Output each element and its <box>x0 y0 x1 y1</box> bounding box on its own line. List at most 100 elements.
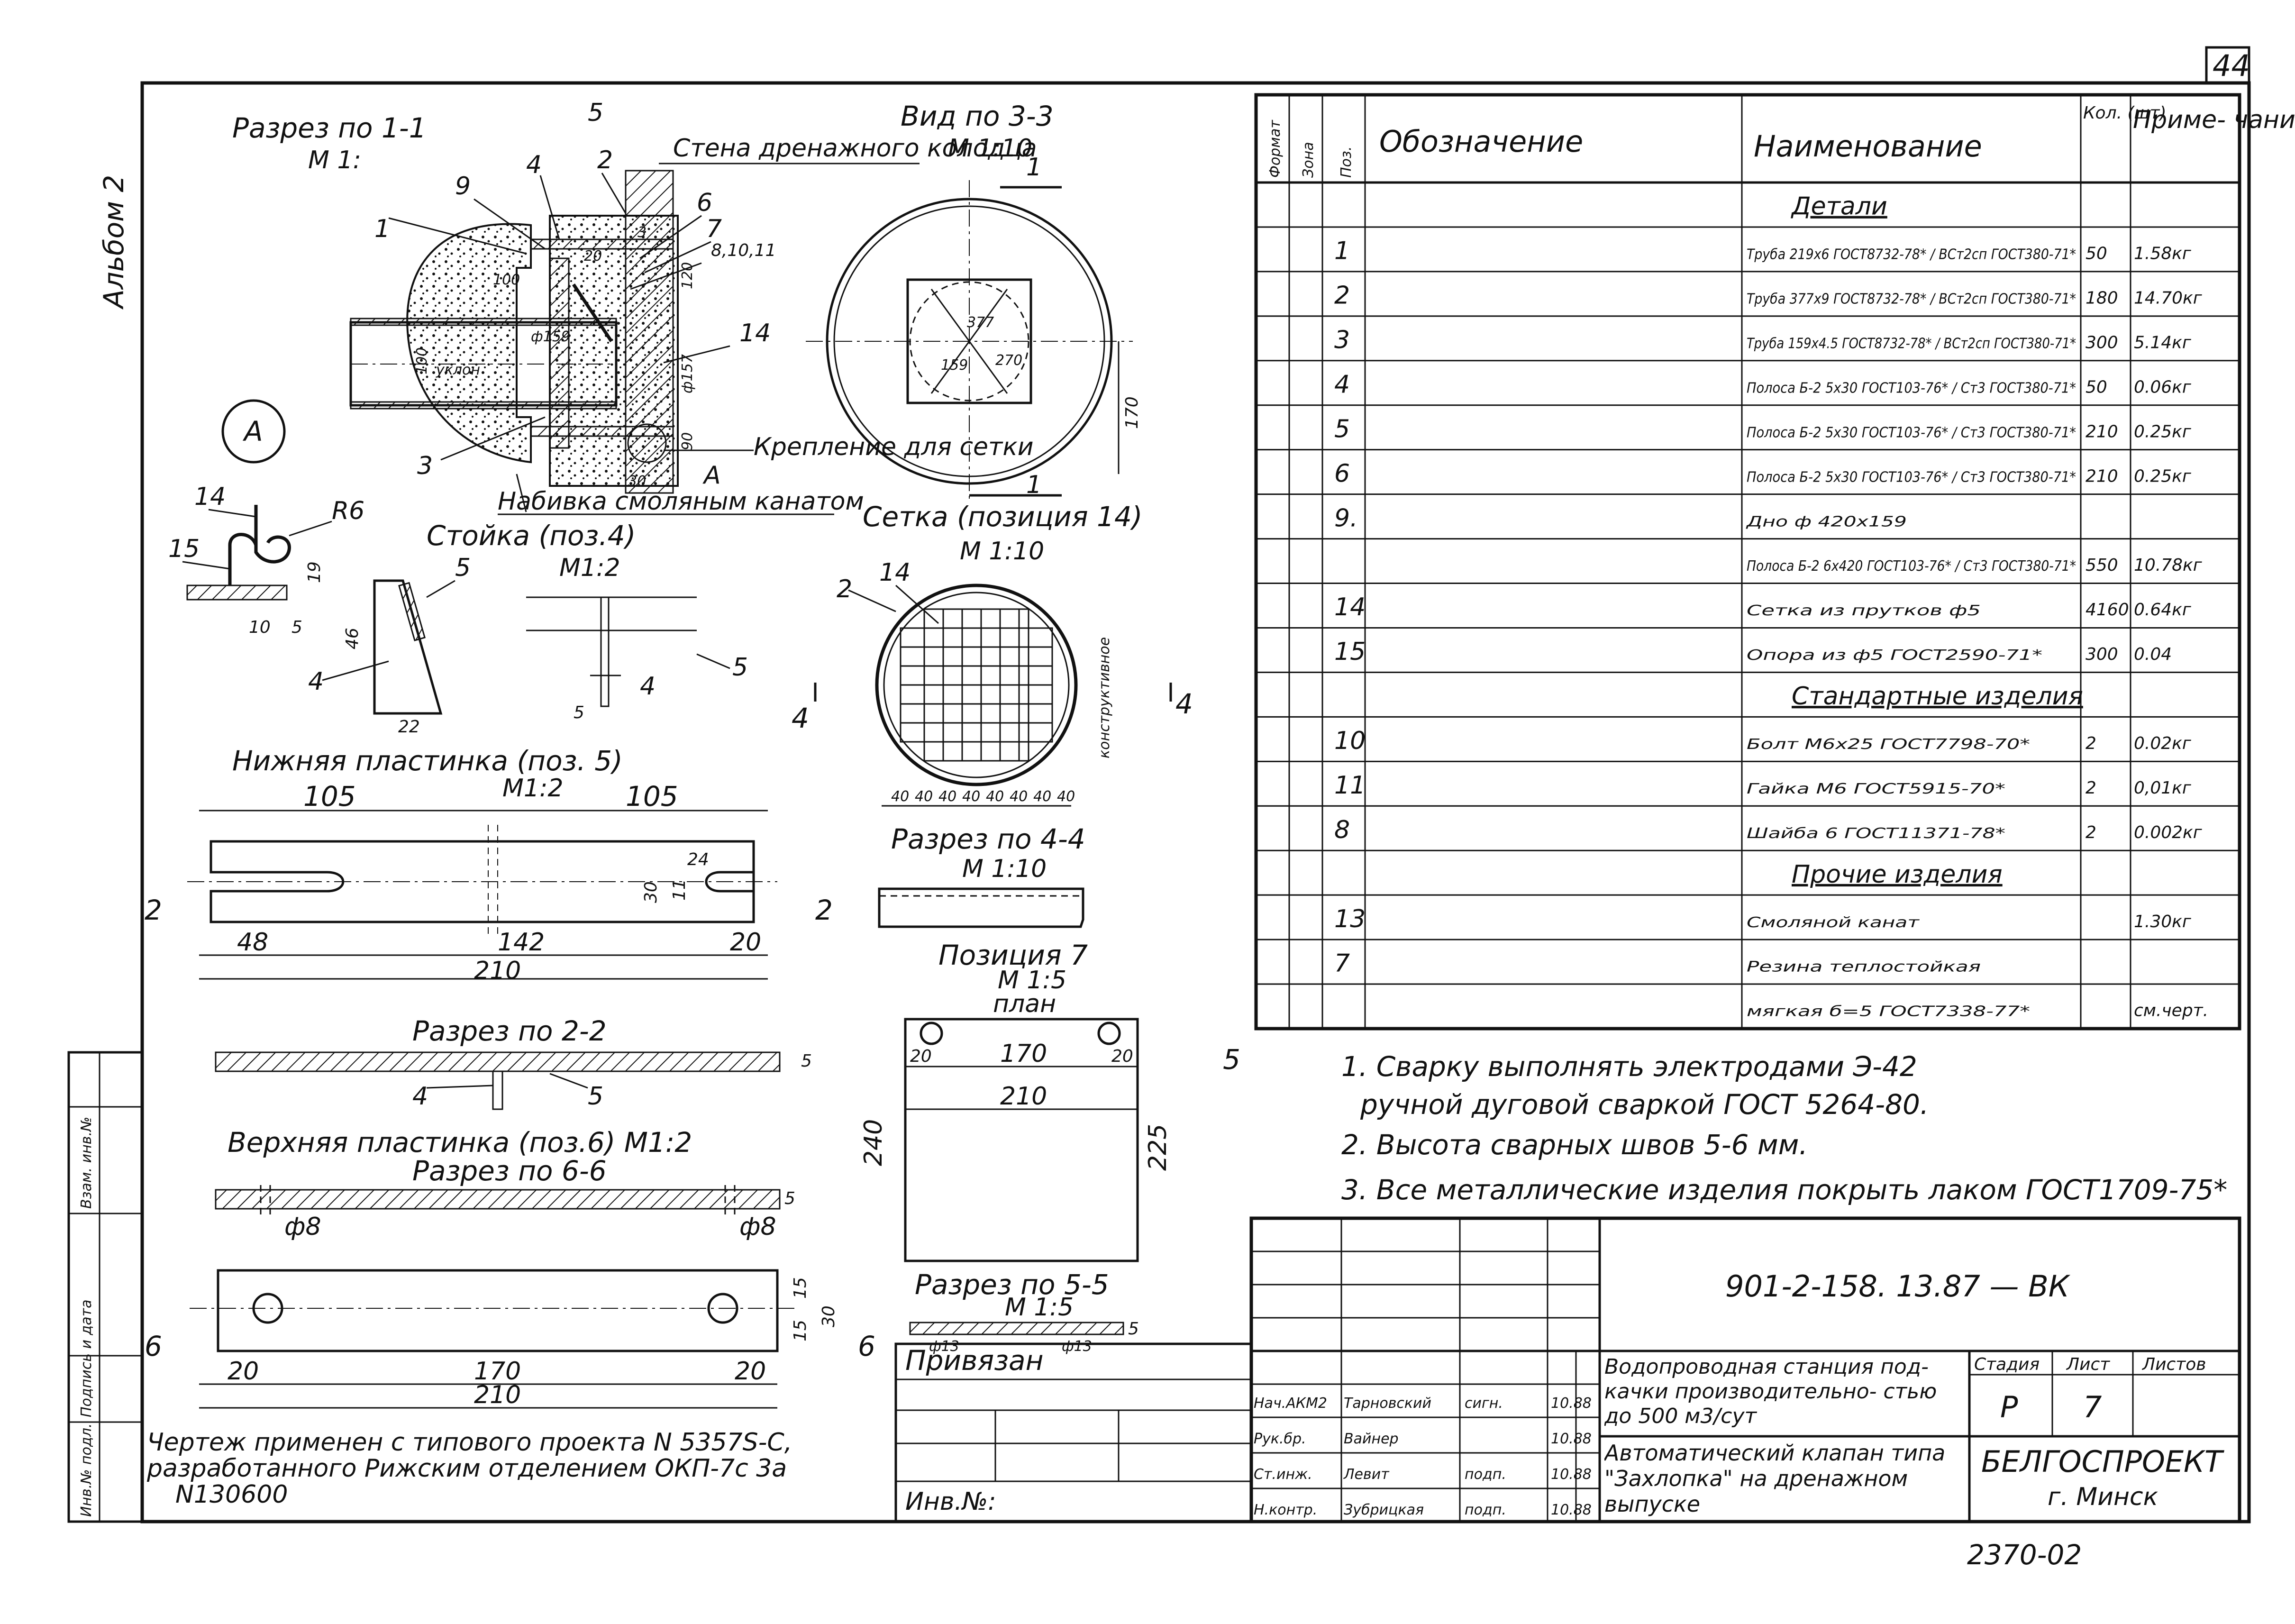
note-2: 2. Высота сварных швов 5-6 мм. <box>1341 1129 1808 1161</box>
album-label: Альбом 2 <box>98 175 130 310</box>
dim-v33-159: 159 <box>941 357 968 374</box>
spec-row-note: 0.25кг <box>2134 466 2192 486</box>
upper-plate-title: Верхняя пластинка (поз.6) М1:2 <box>228 1126 692 1159</box>
spec-row-note: 0,01кг <box>2134 778 2192 798</box>
sig-role-2: Рук.бр. <box>1254 1431 1306 1447</box>
mark-5-stand: 5 <box>455 554 471 582</box>
section-1-1-title: Разрез по 1-1 <box>232 112 427 144</box>
spec-row-note: 0.25кг <box>2134 422 2192 441</box>
spec-row-qty: 4160 <box>2086 600 2129 620</box>
dim-s11-120: 120 <box>679 262 696 289</box>
spec-row-name: Болт М6х25 ГОСТ7798-70* <box>1747 736 2030 753</box>
mark-3-s11: 3 <box>417 452 433 480</box>
spec-row-qty: 50 <box>2086 244 2107 264</box>
note-3: 3. Все металлические изделия покрыть лак… <box>1341 1174 2227 1206</box>
mark-2-mesh: 2 <box>837 575 852 603</box>
stand-pos-4: Стойка (поз.4) М1:2 5 4 46 22 4 5 5 <box>308 520 748 737</box>
dim-up-15a: 15 <box>791 1277 810 1299</box>
svg-text:40: 40 <box>1010 788 1028 805</box>
dim-up-30: 30 <box>819 1305 838 1327</box>
wall-section <box>625 238 674 437</box>
spec-row-note: 0.02кг <box>2134 734 2192 753</box>
section-5-5-scale: М 1:5 <box>1005 1293 1074 1322</box>
cut-4-right: 4 <box>1175 688 1193 720</box>
wall-label: Стена дренажного колодца <box>673 134 1037 163</box>
spec-section-title: Детали <box>1791 192 1887 221</box>
spec-row-pos: 13 <box>1334 905 1366 933</box>
side-stamp-inv: Инв.№ подл. <box>78 1423 95 1517</box>
position-7: Позиция 7 М 1:5 план 20 170 20 210 240 2… <box>859 939 1240 1262</box>
dim-s55-d13b: ф13 <box>1062 1338 1092 1355</box>
spec-row-name: Полоса Б-2 5х30 ГОСТ103-76* / Ст3 ГОСТ38… <box>1747 380 2076 396</box>
mark-15: 15 <box>168 535 200 563</box>
mark-14-node: 14 <box>194 483 226 511</box>
dim-v33-170: 170 <box>1122 396 1142 429</box>
lower-plate-pos-5: Нижняя пластинка (поз. 5) М1:2 105 105 2… <box>145 745 833 985</box>
page-number: 44 <box>2213 48 2250 83</box>
position-7-scale: М 1:5 <box>998 966 1066 994</box>
footer-note-3: N130600 <box>175 1480 288 1509</box>
sig-role-1: Нач.АКМ2 <box>1254 1395 1327 1412</box>
th-qty: Кол. (шт) <box>2083 103 2166 123</box>
mark-4-s11: 4 <box>526 151 542 179</box>
spec-row-qty: 550 <box>2086 556 2118 575</box>
spec-row-pos: 4 <box>1334 370 1350 399</box>
dim-p7-170: 170 <box>1000 1040 1047 1068</box>
cut-4-left: 4 <box>792 702 809 734</box>
spec-row-pos: 14 <box>1334 593 1366 621</box>
sig-date-1: 10.88 <box>1551 1395 1592 1412</box>
section-4-4-title: Разрез по 4-4 <box>891 823 1085 855</box>
spec-row-qty: 2 <box>2086 778 2096 798</box>
dim-lp-48: 48 <box>237 928 268 957</box>
dim-p7-225: 225 <box>1144 1124 1172 1171</box>
sheet-title: Автоматический клапан типа "Захлопка" на… <box>1604 1440 1946 1517</box>
slope-label: уклон <box>436 362 480 378</box>
lower-plate-title: Нижняя пластинка (поз. 5) <box>232 745 623 777</box>
section-2-2-title: Разрез по 2-2 <box>412 1015 607 1047</box>
dim-st-22: 22 <box>398 717 420 737</box>
dim-s22-5: 5 <box>801 1051 812 1071</box>
archive-number: 2370-02 <box>1967 1539 2082 1571</box>
cut-2-right: 2 <box>815 894 833 926</box>
spec-row-pos: 2 <box>1334 282 1350 310</box>
lower-plate-scale: М1:2 <box>502 774 564 803</box>
flap-plate <box>549 257 570 449</box>
stage-value: Р <box>2000 1390 2018 1424</box>
view-3-3-scale: М 1:10 <box>948 134 1032 163</box>
spec-row-pos: 9. <box>1334 504 1358 532</box>
upper-plate-sub: Разрез по 6-6 <box>412 1155 607 1187</box>
th-designation: Обозначение <box>1379 124 1583 159</box>
dim-up-20b: 20 <box>735 1357 766 1386</box>
cut-6-left: 6 <box>145 1330 162 1362</box>
spec-row-note: 0.06кг <box>2134 377 2192 397</box>
dim-s11-3: 3 <box>638 224 647 241</box>
dim-node-10: 10 <box>249 618 271 637</box>
dim-lp-105a: 105 <box>303 780 356 812</box>
spec-row-pos: 3 <box>1334 326 1350 354</box>
sig-sign-4: подп. <box>1465 1502 1506 1518</box>
company: БЕЛГОСПРОЕКТ <box>1981 1444 2224 1479</box>
dim-lp-24: 24 <box>687 850 709 869</box>
spec-table: Формат Зона Поз. Обозначение Наименовани… <box>1254 93 2295 1031</box>
th-pos: Поз. <box>1338 146 1355 178</box>
spec-row-qty: 300 <box>2086 333 2118 352</box>
footer-note-2: разработанного Рижским отделением ОКП-7с… <box>146 1454 787 1483</box>
th-zone: Зона <box>1300 142 1317 178</box>
mesh-side-label: конструктивное <box>1096 637 1113 758</box>
mesh-pos-14: Сетка (позиция 14) М 1:10 14 2 конструкт… <box>792 501 1193 807</box>
packing-label: Набивка смоляным канатом <box>498 487 864 516</box>
spec-section-title: Прочие изделия <box>1792 860 2003 889</box>
dim-up-170: 170 <box>474 1357 521 1386</box>
svg-text:40: 40 <box>1033 788 1051 805</box>
mark-8-10-11: 8,10,11 <box>711 241 776 260</box>
cut-6-right: 6 <box>858 1330 875 1362</box>
dim-p7-20b: 20 <box>1111 1047 1133 1066</box>
section-4-4-scale: М 1:10 <box>962 855 1047 883</box>
sheets-label: Листов <box>2141 1355 2206 1374</box>
mark-14-mesh: 14 <box>879 558 911 587</box>
dim-node-5: 5 <box>291 618 302 637</box>
stand-scale: М1:2 <box>559 554 620 582</box>
dim-st-5: 5 <box>574 703 584 722</box>
spec-row-name: Опора из ф5 ГОСТ2590-71* <box>1747 647 2042 664</box>
